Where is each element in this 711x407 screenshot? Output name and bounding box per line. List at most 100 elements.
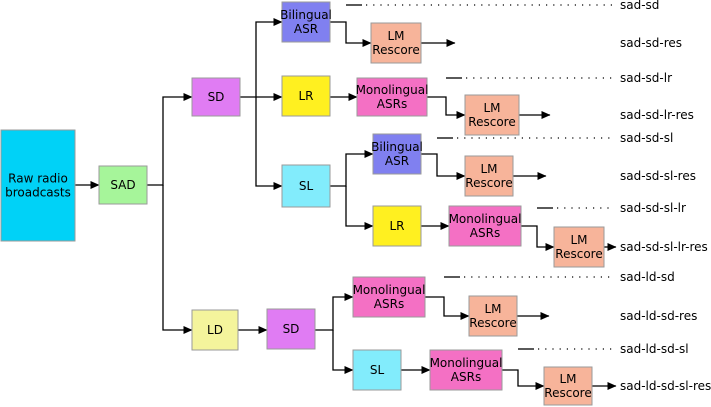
node-label: ASR bbox=[294, 22, 318, 36]
node-box bbox=[352, 349, 402, 391]
node-sd-bottom: SD bbox=[266, 308, 316, 350]
node-box bbox=[370, 22, 422, 64]
node-label: Bilingual bbox=[371, 140, 423, 154]
output-label-o4: sad-sd-lr-res bbox=[620, 108, 694, 122]
node-label: LD bbox=[207, 323, 223, 337]
node-label: Rescore bbox=[555, 247, 602, 261]
node-box bbox=[464, 155, 514, 197]
node-label: ASRs bbox=[451, 370, 481, 384]
output-label-o3: sad-sd-lr bbox=[620, 71, 672, 85]
output-label-o11: sad-ld-sd-sl bbox=[620, 342, 689, 356]
node-box bbox=[266, 308, 316, 350]
edge-arrow bbox=[427, 96, 466, 119]
node-label: ASR bbox=[385, 154, 409, 168]
node-sl-1: SL bbox=[281, 164, 331, 208]
node-box bbox=[429, 349, 503, 391]
node-label: Monolingual bbox=[356, 83, 429, 97]
node-label: Monolingual bbox=[430, 356, 503, 370]
output-label-o10: sad-ld-sd-res bbox=[620, 309, 697, 323]
node-box bbox=[281, 75, 331, 117]
node-box bbox=[448, 205, 522, 247]
node-label: ASRs bbox=[377, 97, 407, 111]
node-box bbox=[372, 205, 422, 247]
node-label: SD bbox=[208, 90, 225, 104]
node-box bbox=[356, 77, 428, 117]
node-box bbox=[352, 276, 426, 318]
node-lr-1: LR bbox=[281, 75, 331, 117]
node-label: SAD bbox=[110, 178, 135, 192]
node-label: Rescore bbox=[465, 176, 512, 190]
output-label-o5: sad-sd-sl bbox=[620, 131, 673, 145]
node-label: Rescore bbox=[372, 43, 419, 57]
edge-arrow bbox=[502, 369, 545, 390]
node-sd-top: SD bbox=[191, 77, 241, 117]
edge-arrow bbox=[330, 150, 374, 187]
node-label: SL bbox=[370, 363, 385, 377]
edge-arrow bbox=[421, 153, 466, 180]
output-label-o1: sad-sd bbox=[620, 0, 659, 12]
node-label: LM bbox=[570, 233, 587, 247]
node-lr-2: LR bbox=[372, 205, 422, 247]
node-label: SL bbox=[299, 179, 314, 193]
node-box bbox=[98, 165, 148, 205]
edge-arrow bbox=[332, 330, 354, 374]
node-label: LR bbox=[389, 219, 404, 233]
node-label: Rescore bbox=[544, 386, 591, 400]
edge-arrow bbox=[162, 185, 193, 334]
node-label: broadcasts bbox=[5, 186, 71, 200]
edge-arrow bbox=[255, 97, 283, 190]
node-label: Rescore bbox=[468, 115, 515, 129]
node-label: LM bbox=[484, 302, 501, 316]
node-label: Monolingual bbox=[353, 283, 426, 297]
edge-arrow bbox=[345, 186, 374, 230]
output-label-o2: sad-sd-res bbox=[620, 36, 682, 50]
node-box bbox=[281, 1, 331, 43]
output-label-o9: sad-ld-sd bbox=[620, 270, 675, 284]
node-label: LM bbox=[483, 101, 500, 115]
node-label: Raw radio bbox=[8, 172, 68, 186]
node-label: SD bbox=[283, 322, 300, 336]
edge-arrow bbox=[240, 18, 283, 98]
edge-arrow bbox=[521, 225, 555, 251]
node-label: LM bbox=[480, 162, 497, 176]
node-box bbox=[372, 133, 422, 175]
edge-arrow bbox=[425, 296, 470, 320]
node-label: Rescore bbox=[469, 316, 516, 330]
node-box bbox=[0, 129, 76, 242]
edge-arrow bbox=[315, 293, 354, 331]
node-box bbox=[553, 226, 605, 268]
node-box bbox=[281, 164, 331, 208]
node-box bbox=[464, 94, 520, 136]
output-label-o6: sad-sd-sl-res bbox=[620, 169, 696, 183]
output-label-o7: sad-sd-sl-lr bbox=[620, 201, 686, 215]
node-label: Monolingual bbox=[449, 212, 522, 226]
node-box bbox=[191, 309, 239, 351]
edge-arrow bbox=[147, 93, 193, 186]
node-sad: SAD bbox=[98, 165, 148, 205]
node-ld: LD bbox=[191, 309, 239, 351]
node-label: ASRs bbox=[470, 226, 500, 240]
node-label: LM bbox=[559, 372, 576, 386]
node-box bbox=[468, 295, 518, 337]
edge-arrow bbox=[330, 21, 372, 47]
output-label-o12: sad-ld-sd-sl-res bbox=[620, 379, 711, 393]
node-label: LM bbox=[387, 29, 404, 43]
node-label: Bilingual bbox=[280, 8, 332, 22]
node-label: LR bbox=[298, 89, 313, 103]
node-sl-2: SL bbox=[352, 349, 402, 391]
node-box bbox=[191, 77, 241, 117]
